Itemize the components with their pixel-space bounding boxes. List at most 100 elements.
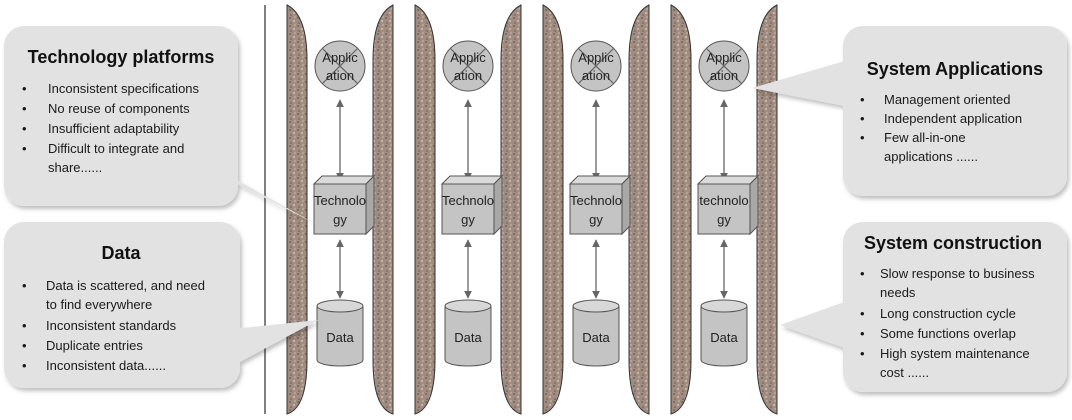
technology-node [697,183,751,235]
data-node-top [444,299,492,313]
system-applications-item: Few all-in-one [884,130,966,145]
application-label: ation [454,68,482,83]
data-node [572,306,620,367]
data-item: Inconsistent standards [46,318,177,333]
technology-label: Technolo [442,193,494,208]
system-applications-item: Management oriented [884,92,1010,107]
system-applications-item: Independent application [884,111,1022,126]
svg-text:•: • [22,101,27,116]
tech-platforms-title: Technology platforms [28,47,215,67]
system-construction-item: Long construction cycle [880,306,1016,321]
application-label: ation [326,68,354,83]
svg-text:•: • [860,326,865,341]
technology-node [313,183,367,235]
cross-out-icon [705,47,743,85]
system-construction-item: cost ...... [880,365,929,380]
technology-label: gy [717,212,731,227]
data-label: Data [710,330,738,345]
wall-2 [372,4,394,415]
technology-node-side [621,174,631,236]
data-label: Data [582,330,610,345]
tech-platforms-item: Inconsistent specifications [48,81,200,96]
system-applications-item: applications ...... [884,149,978,164]
application-label: ation [582,68,610,83]
wall-8 [756,4,778,415]
application-label: Applic [450,50,486,65]
wall-6 [628,4,650,415]
svg-text:•: • [22,81,27,96]
data-node-top [316,299,364,313]
svg-text:•: • [860,130,865,145]
cross-out-icon [321,47,359,85]
data-item: Data is scattered, and need [46,278,205,293]
data-label: Data [326,330,354,345]
system-construction-item: Slow response to business [880,266,1035,281]
svg-text:•: • [860,306,865,321]
technology-node [569,183,623,235]
data-node-top [700,299,748,313]
data-item: Duplicate entries [46,338,143,353]
wall-7 [670,4,692,415]
data-label: Data [454,330,482,345]
callout-system-applications [752,26,1067,196]
application-label: Applic [578,50,614,65]
technology-node-top [568,175,632,185]
data-node-top [572,299,620,313]
cross-out-icon [449,47,487,85]
data-node [316,306,364,367]
svg-text:•: • [22,338,27,353]
tech-platforms-list: • Inconsistent specifications • No reuse… [22,81,200,175]
technology-node-side [365,174,375,236]
svg-text:•: • [860,266,865,281]
wall-5 [542,4,564,415]
technology-node-top [696,175,760,185]
tech-platforms-item: Difficult to integrate and [48,141,184,156]
application-label: ation [710,68,738,83]
technology-node [441,183,495,235]
system-construction-title: System construction [864,233,1042,253]
technology-label: Technolo [570,193,622,208]
technology-node-side [493,174,503,236]
system-applications-title: System Applications [867,59,1043,79]
svg-text:•: • [860,92,865,107]
cross-out-icon [577,47,615,85]
data-title: Data [101,243,141,263]
technology-label: gy [333,212,347,227]
tech-platforms-item: Insufficient adaptability [48,121,180,136]
tech-platforms-item: No reuse of components [48,101,190,116]
silo-walls [264,4,778,415]
wall-3 [414,4,436,415]
callout-data [4,222,318,388]
wall-1 [286,4,308,415]
wall-4 [500,4,522,415]
data-list: • Data is scattered, and need to find ev… [22,278,205,373]
technology-label: gy [589,212,603,227]
system-construction-list: • Slow response to business needs • Long… [860,266,1035,380]
svg-text:•: • [22,318,27,333]
data-node [444,306,492,367]
system-applications-list: • Management oriented • Independent appl… [860,92,1022,164]
technology-label: gy [461,212,475,227]
callout-system-construction [780,222,1067,392]
system-construction-item: High system maintenance [880,346,1030,361]
data-node [700,306,748,367]
technology-node-top [312,175,376,185]
data-item: to find everywhere [46,297,152,312]
technology-node-side [749,174,759,236]
application-label: Applic [322,50,358,65]
system-construction-item: Some functions overlap [880,326,1016,341]
svg-text:•: • [22,358,27,373]
technology-label: technolo [699,193,748,208]
svg-text:•: • [860,346,865,361]
tech-platforms-item: share...... [48,160,102,175]
application-label: Applic [706,50,742,65]
technology-label: Technolo [314,193,366,208]
technology-node-top [440,175,504,185]
callout-technology-platforms [4,26,318,225]
